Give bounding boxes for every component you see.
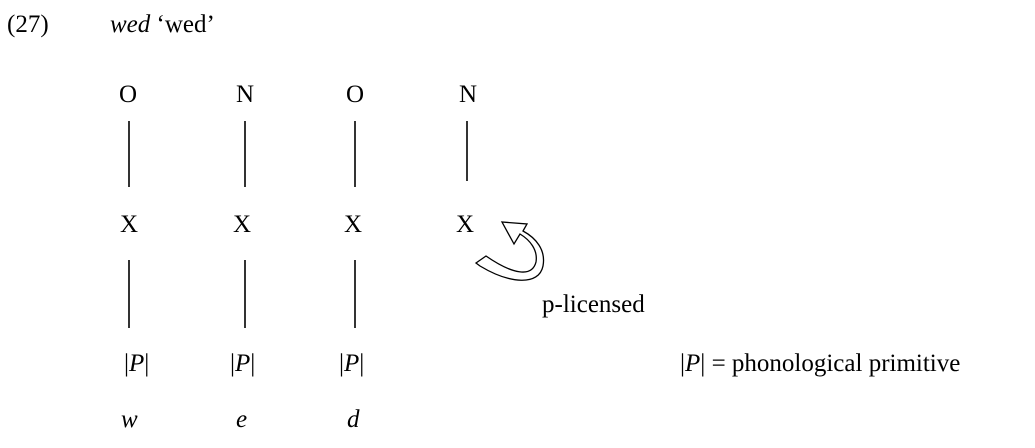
segment-w: w [121, 406, 138, 433]
p-licensed-label: p-licensed [542, 291, 645, 318]
node-o-1: O [119, 81, 138, 108]
example-gloss: ‘wed’ [156, 11, 215, 38]
slot-x-2: X [233, 211, 252, 238]
p-licensed-arrow-icon [474, 221, 545, 281]
slot-x-3: X [344, 211, 363, 238]
slot-x-4: X [456, 211, 475, 238]
slot-x-1: X [120, 211, 139, 238]
example-number: (27) [7, 11, 49, 38]
node-n-1: N [236, 81, 255, 108]
node-n-2: N [459, 81, 478, 108]
segment-d: d [347, 406, 360, 433]
primitive-1: |P| [124, 350, 150, 377]
example-heading: wed ‘wed’ [110, 10, 215, 40]
primitive-3: |P| [339, 350, 365, 377]
segment-e: e [236, 406, 248, 433]
example-word: wed [110, 11, 151, 38]
node-o-2: O [346, 81, 365, 108]
primitive-2: |P| [230, 350, 256, 377]
legend: |P| = phonological primitive [680, 350, 961, 377]
